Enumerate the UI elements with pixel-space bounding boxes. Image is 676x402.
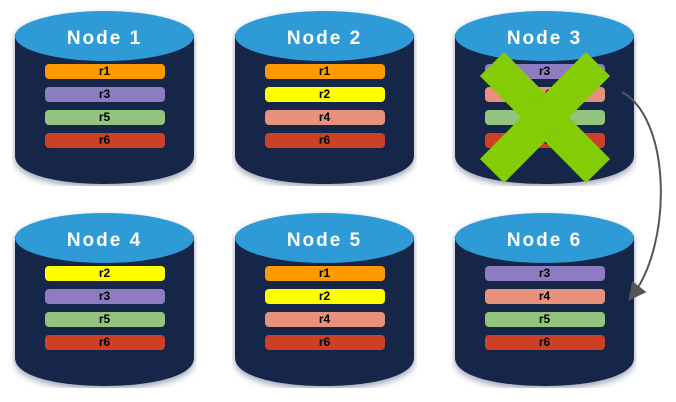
row-bar[interactable]: r2 [264, 289, 385, 304]
row-bar[interactable]: r3 [484, 266, 605, 281]
row-bar[interactable]: r6 [264, 335, 385, 350]
row-bar[interactable]: r3 [44, 87, 165, 102]
row-bar[interactable]: r6 [264, 133, 385, 148]
node-rows-1: r1 r3 r5 r6 [12, 64, 197, 148]
node-cylinder-3[interactable]: Node 3r3r4r5r6 [452, 8, 637, 186]
node-rows-4: r2 r3 r5 r6 [12, 266, 197, 350]
node-rows-6: r3 r4 r5 r6 [452, 266, 637, 350]
row-bar[interactable]: r3 [44, 289, 165, 304]
row-bar[interactable]: r4 [484, 289, 605, 304]
row-bar[interactable]: r1 [264, 64, 385, 79]
row-bar[interactable]: r1 [264, 266, 385, 281]
row-bar[interactable]: r5 [484, 312, 605, 327]
row-bar[interactable]: r4 [264, 312, 385, 327]
row-bar[interactable]: r2 [264, 87, 385, 102]
node-failed-x-icon [479, 52, 611, 183]
row-bar[interactable]: r1 [44, 64, 165, 79]
row-bar[interactable]: r6 [484, 335, 605, 350]
node-rows-2: r1 r2 r4 r6 [232, 64, 417, 148]
node-rows-5: r1 r2 r4 r6 [232, 266, 417, 350]
row-bar[interactable]: r2 [44, 266, 165, 281]
row-bar[interactable]: r5 [44, 110, 165, 125]
row-bar[interactable]: r4 [264, 110, 385, 125]
row-bar[interactable]: r5 [44, 312, 165, 327]
row-bar[interactable]: r6 [44, 335, 165, 350]
row-bar[interactable]: r6 [44, 133, 165, 148]
